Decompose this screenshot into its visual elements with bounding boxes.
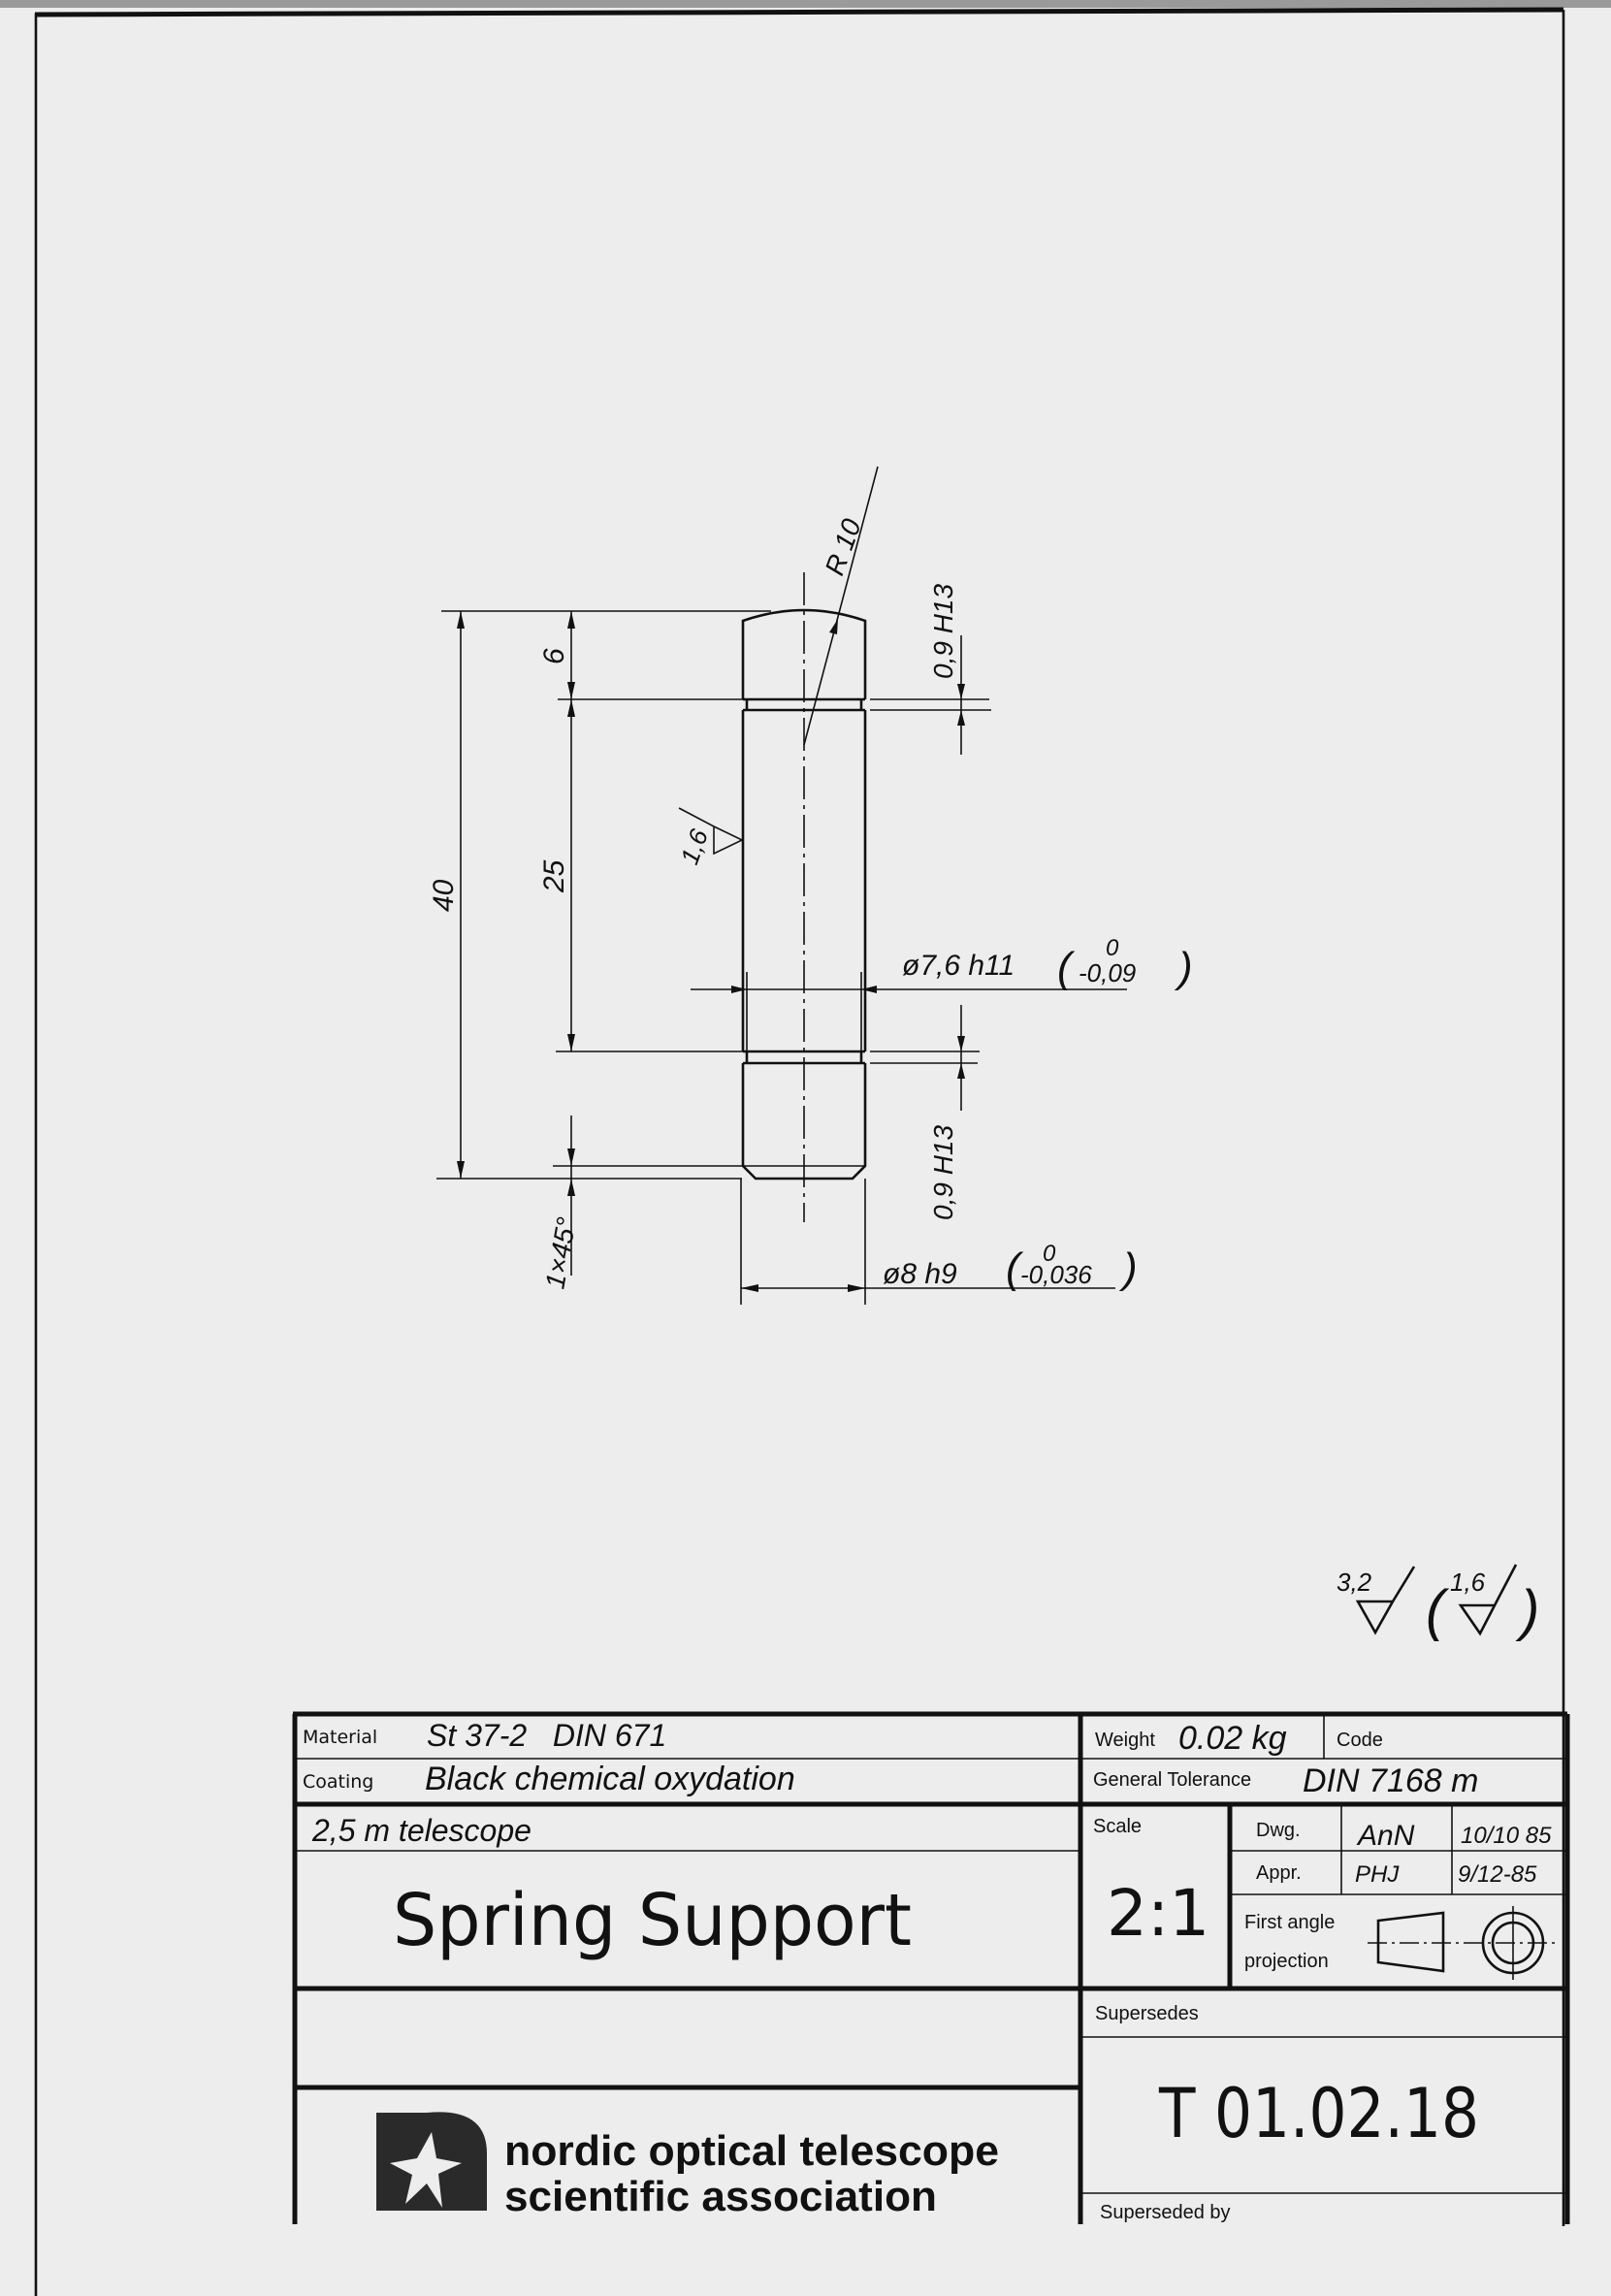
drawing-title: Spring Support [393,1879,912,1962]
dim-groove-bottom: 0,9 H13 [928,1125,958,1220]
appr-by: PHJ [1355,1861,1400,1888]
projection-label-1: First angle [1244,1912,1335,1933]
finish-other-value: 1,6 [1450,1568,1486,1597]
dim-outer-diameter: ø8 h9 [883,1258,957,1290]
dim-body-length: 25 [538,859,570,893]
material-value: St 37-2 DIN 671 [427,1718,666,1753]
dimension-lines [436,466,1127,1305]
outer-tol-paren-close: ) [1118,1245,1138,1292]
groove-tol-paren-open: ( [1057,944,1076,991]
dim-groove-diameter: ø7,6 h11 [902,950,1015,982]
coating-label: Coating [303,1771,373,1793]
dwg-date: 10/10 85 [1461,1823,1552,1849]
part-outline [741,572,867,1222]
dim-outer-tol-lower: -0,036 [1020,1260,1092,1289]
dim-outer-tol-upper: 0 [1043,1241,1056,1267]
organization-name-line2: scientific association [504,2173,937,2220]
dim-overall-length: 40 [428,879,460,912]
supersedes-label: Supersedes [1095,2003,1199,2024]
dim-groove-tol-upper: 0 [1106,935,1119,961]
finish-main-value: 3,2 [1337,1568,1372,1597]
weight-value: 0.02 kg [1178,1720,1287,1757]
project-name: 2,5 m telescope [311,1813,532,1848]
general-tolerance-label: General Tolerance [1093,1769,1251,1791]
scale-value: 2:1 [1107,1876,1209,1951]
dim-groove-top: 0,9 H13 [928,584,958,679]
code-label: Code [1337,1730,1383,1751]
appr-date: 9/12-85 [1458,1861,1537,1888]
drawing-number: T 01.02.18 [1158,2074,1479,2153]
outer-tol-paren-open: ( [1006,1245,1024,1292]
weight-label: Weight [1095,1730,1155,1751]
groove-tol-paren-close: ) [1174,944,1193,991]
title-block: Material St 37-2 DIN 671 Coating Black c… [292,1711,1570,2224]
general-tolerance-value: DIN 7168 m [1303,1762,1478,1799]
first-angle-projection-icon [1368,1906,1559,1980]
dwg-by: AnN [1356,1820,1415,1852]
superseded-by-label: Superseded by [1100,2202,1231,2223]
dim-groove-tol-lower: -0,09 [1079,958,1136,987]
dim-head-length: 6 [538,648,570,664]
coating-value: Black chemical oxydation [425,1761,795,1797]
sheet-frame [34,7,1565,2296]
appr-label: Appr. [1256,1862,1302,1884]
scale-label: Scale [1093,1816,1142,1837]
material-label: Material [303,1727,377,1748]
dwg-label: Dwg. [1256,1820,1301,1841]
projection-label-2: projection [1244,1951,1329,1972]
organization-name-line1: nordic optical telescope [504,2127,999,2175]
organization-logo [376,2112,487,2211]
